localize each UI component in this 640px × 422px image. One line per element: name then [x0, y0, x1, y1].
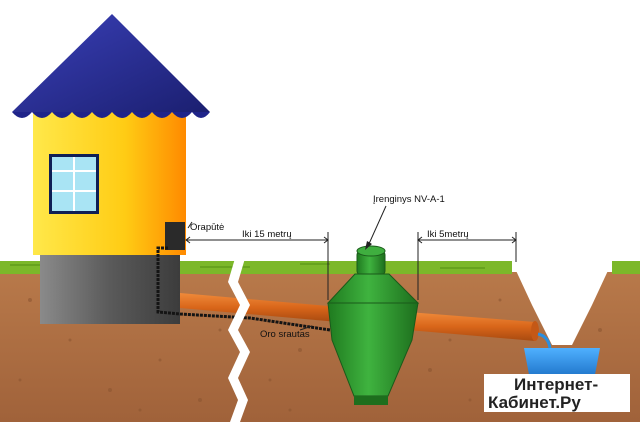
air-hose: [156, 246, 331, 332]
airflow-leader: [299, 325, 313, 331]
outlet-flow: [537, 332, 552, 349]
label-distance-house: Iki 15 metrų: [242, 229, 292, 240]
label-blower: Orapūtė: [190, 222, 224, 233]
water: [524, 348, 600, 380]
label-distance-ditch: Iki 5metrų: [427, 229, 469, 240]
device-leader: [367, 205, 387, 247]
device-leader-arrow: [365, 241, 372, 250]
pipe-outlet: [531, 321, 539, 341]
watermark: Интернет- Кабинет.Ру: [484, 374, 630, 412]
blower-box: [165, 222, 185, 250]
house-window: [49, 154, 99, 214]
septic-tank: [326, 245, 420, 405]
watermark-line1: Интернет-: [514, 375, 598, 394]
pipe-left: [180, 293, 340, 322]
label-device: Įrenginys NV-A-1: [373, 194, 445, 205]
watermark-line2: Кабинет.Ру: [488, 393, 581, 412]
distance-break: [228, 255, 250, 422]
blower-leader: [187, 221, 193, 229]
grass-texture: [10, 263, 485, 269]
label-air-flow: Oro srautas: [260, 329, 310, 340]
pipe-right: [408, 312, 535, 341]
house-roof: [12, 14, 210, 118]
grass-right: [612, 261, 640, 274]
ditch: [512, 262, 612, 345]
dimension-house: [185, 232, 329, 300]
dimension-ditch: [417, 232, 517, 300]
